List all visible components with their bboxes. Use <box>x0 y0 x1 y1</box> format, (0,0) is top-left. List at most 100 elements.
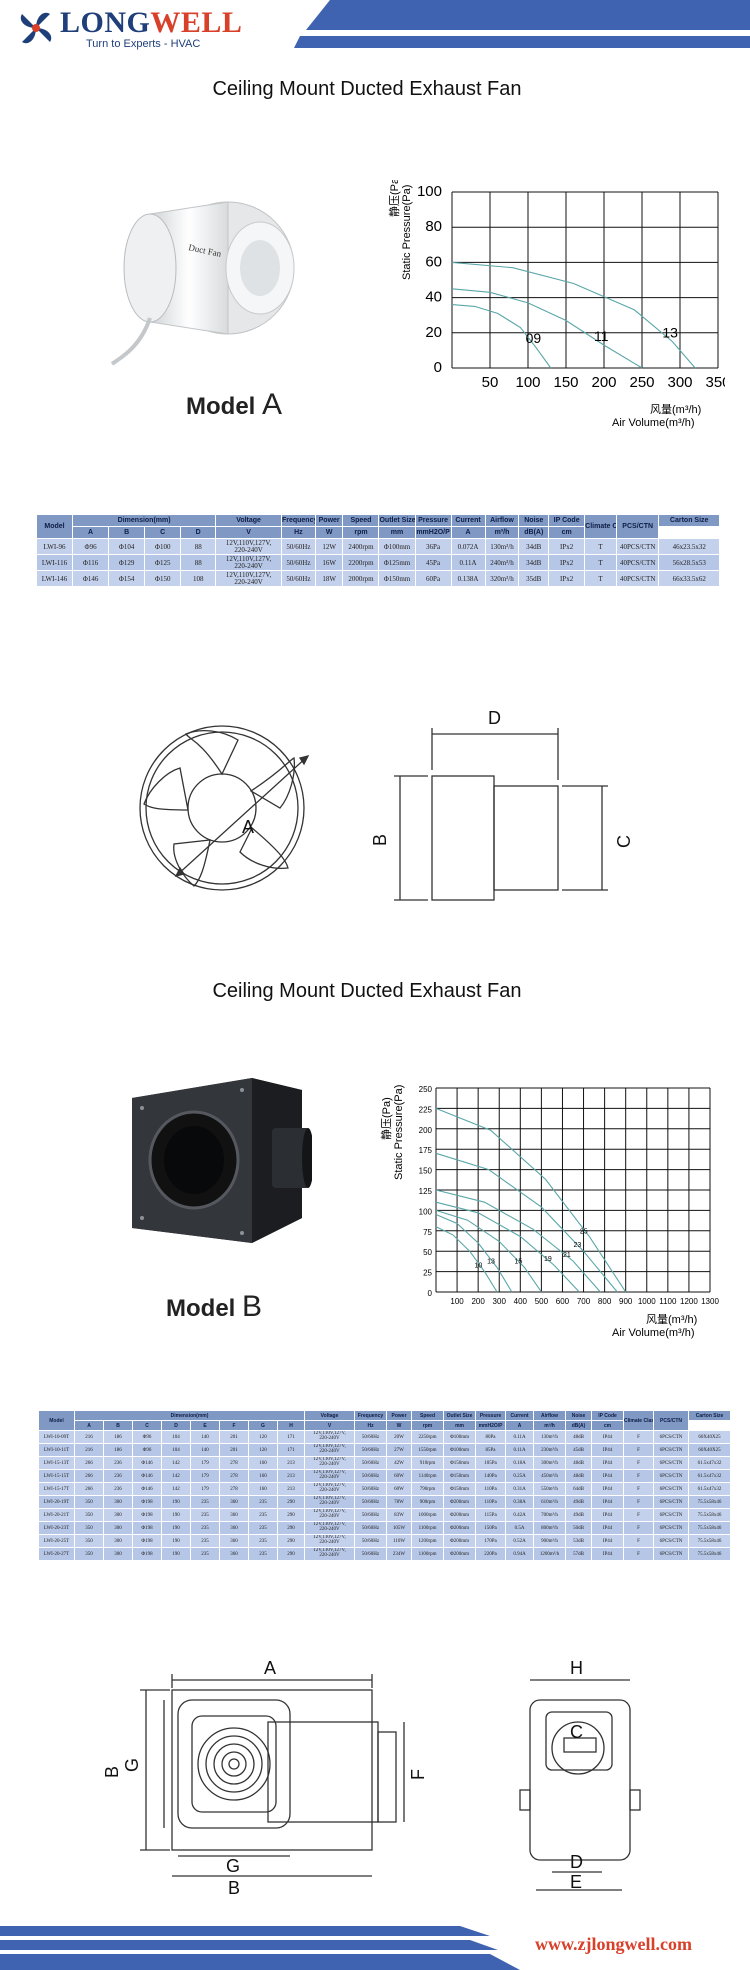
table-cell: 12V,110V,127V, 220-240V <box>304 1508 356 1522</box>
table-header-cell: Frequency <box>354 1410 388 1421</box>
table-cell: Φ150mm <box>378 570 416 587</box>
table-cell: 6PCS/CTN <box>653 1482 690 1496</box>
table-cell: 300 <box>103 1521 133 1535</box>
table-cell: Φ200mm <box>443 1534 477 1548</box>
table-subheader-cell: mm <box>443 1420 477 1431</box>
table-cell: F <box>623 1534 655 1548</box>
table-cell: 800m³/h <box>533 1521 567 1535</box>
table-header-cell: Climate Class <box>623 1410 655 1431</box>
table-cell: 83W <box>386 1508 413 1522</box>
table-cell: 0.94A <box>505 1547 535 1561</box>
brand-fan-logo-icon <box>20 12 52 44</box>
table-cell: IP44 <box>591 1456 625 1470</box>
table-subheader-cell: A <box>74 1420 104 1431</box>
table-cell: Φ198 <box>132 1508 162 1522</box>
table-cell: 110Pa <box>475 1482 507 1496</box>
table-cell: 130m³/h <box>533 1430 567 1444</box>
x-tick-label: 400 <box>514 1297 528 1306</box>
series-line-25 <box>435 1107 627 1293</box>
table-cell: 2400rpm <box>342 538 380 555</box>
table-cell: Φ200mm <box>443 1521 477 1535</box>
table-header-cell: Dimension(mm) <box>72 514 217 527</box>
table-cell: 235 <box>248 1495 278 1509</box>
table-subheader-cell: rpm <box>411 1420 445 1431</box>
table-cell: 350 <box>74 1508 104 1522</box>
table-cell: 0.11A <box>505 1443 535 1457</box>
table-cell: 6PCS/CTN <box>653 1521 690 1535</box>
footer-website[interactable]: www.zjlongwell.com <box>535 1934 692 1954</box>
table-cell: 290 <box>276 1495 306 1509</box>
table-cell: 216 <box>74 1443 104 1457</box>
table-cell: 105Pa <box>475 1456 507 1470</box>
x-tick-label: 900 <box>619 1297 633 1306</box>
table-cell: Φ100mm <box>378 538 416 555</box>
table-subheader-cell: rpm <box>342 526 380 539</box>
table-cell: 150Pa <box>475 1521 507 1535</box>
x-tick-label: 1300 <box>701 1297 719 1306</box>
y-tick-label: 60 <box>425 253 442 270</box>
table-cell: 1550rpm <box>411 1443 445 1457</box>
table-cell: 20W <box>386 1430 413 1444</box>
table-cell: 105W <box>386 1521 413 1535</box>
x-tick-label: 1200 <box>680 1297 698 1306</box>
table-cell: Φ100mm <box>443 1430 477 1444</box>
table-cell: 78W <box>386 1495 413 1509</box>
dim-b-label-b2: B <box>228 1878 240 1898</box>
table-cell: 34dB <box>518 538 550 555</box>
table-cell: 360 <box>219 1547 249 1561</box>
table-cell: 48dB <box>565 1430 593 1444</box>
table-cell: 350 <box>74 1547 104 1561</box>
x-tick-label: 100 <box>450 1297 464 1306</box>
table-cell: 235 <box>248 1508 278 1522</box>
y-tick-label: 175 <box>419 1146 433 1155</box>
table-cell: F <box>623 1482 655 1496</box>
table-cell: 300 <box>103 1534 133 1548</box>
table-subheader-cell: m³/h <box>484 526 520 539</box>
table-cell: 61.5x47x32 <box>688 1456 732 1470</box>
table-subheader-cell: W <box>386 1420 413 1431</box>
table-cell: Φ125mm <box>378 554 416 571</box>
table-cell: 50/60Hz <box>354 1469 388 1483</box>
table-cell: IP44 <box>591 1521 625 1535</box>
table-cell: 50dB <box>565 1521 593 1535</box>
table-cell: 120 <box>248 1443 278 1457</box>
table-subheader-cell: D <box>180 526 217 539</box>
table-cell: F <box>623 1547 655 1561</box>
x-tick-label: 500 <box>535 1297 549 1306</box>
dim-b-label-c: C <box>570 1722 583 1742</box>
series-line-13 <box>435 1213 513 1293</box>
table-subheader-cell: F <box>219 1420 249 1431</box>
table-cell: LWI-20-19T <box>38 1495 75 1509</box>
table-header-cell: Voltage <box>215 514 282 527</box>
table-header-cell: Carton Size <box>658 514 720 527</box>
table-cell: 179 <box>190 1456 220 1470</box>
table-subheader-cell: C <box>132 1420 162 1431</box>
dim-label-b: B <box>370 834 390 846</box>
model-a-product-image: Duct Fan <box>110 201 295 366</box>
table-cell: 50/60Hz <box>354 1547 388 1561</box>
x-tick-label: 700 <box>577 1297 591 1306</box>
table-cell: 104 <box>161 1430 191 1444</box>
table-subheader-cell: A <box>72 526 110 539</box>
table-cell: 49dB <box>565 1495 593 1509</box>
table-cell: 49dB <box>565 1508 593 1522</box>
table-cell: 53dB <box>565 1534 593 1548</box>
table-cell: 104 <box>161 1443 191 1457</box>
table-cell: LWI-20-23T <box>38 1521 75 1535</box>
table-cell: Φ146 <box>132 1482 162 1496</box>
table-cell: 6PCS/CTN <box>653 1430 690 1444</box>
dim-label-a: A <box>242 817 254 837</box>
table-cell: 18W <box>314 570 344 587</box>
table-cell: IP44 <box>591 1547 625 1561</box>
table-cell: 170Pa <box>475 1534 507 1548</box>
table-cell: 350 <box>74 1495 104 1509</box>
table-cell: 300m³/h <box>533 1456 567 1470</box>
table-cell: 0.31A <box>505 1482 535 1496</box>
table-subheader-cell: mmH2O/P <box>475 1420 507 1431</box>
table-cell: 1200m³/h <box>533 1547 567 1561</box>
table-cell: 290 <box>276 1534 306 1548</box>
series-line-15 <box>435 1209 542 1293</box>
